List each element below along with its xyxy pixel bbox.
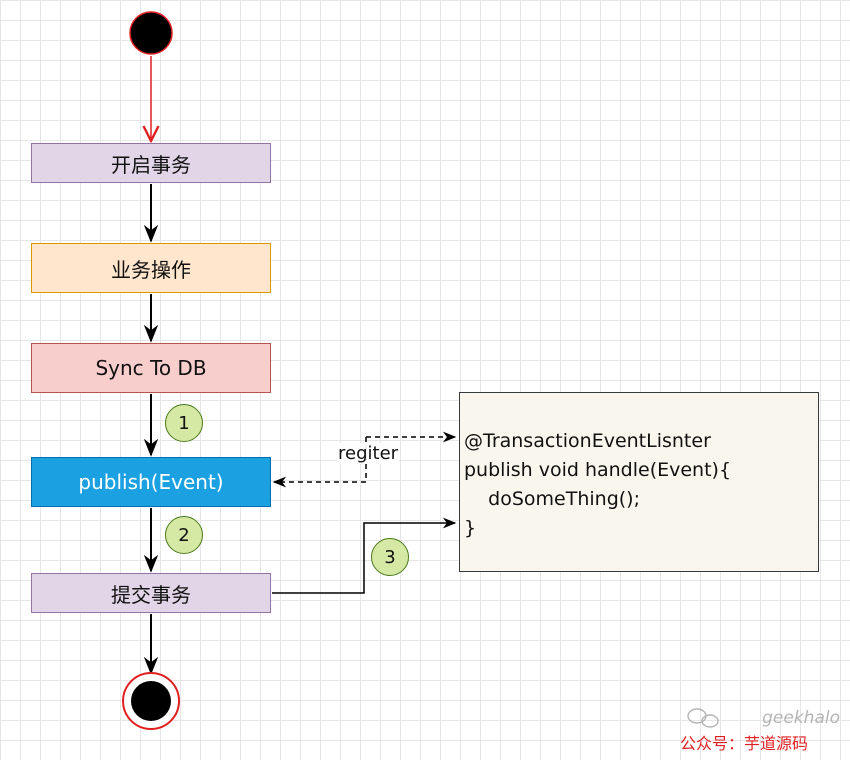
step-badge-1: 1 <box>165 404 203 442</box>
badge-number: 3 <box>384 546 396 568</box>
wechat-icon <box>687 708 719 728</box>
step-sync-to-db: Sync To DB <box>31 343 271 393</box>
code-line-close: } <box>464 517 477 539</box>
step-label: 提交事务 <box>111 582 191 607</box>
code-line-annotation: @TransactionEventLisnter <box>464 430 711 452</box>
start-node <box>129 11 173 55</box>
listener-code-box: @TransactionEventLisnter publish void ha… <box>459 392 819 572</box>
register-label: regiter <box>337 443 400 464</box>
step-label: 开启事务 <box>111 152 191 177</box>
watermark: geekhalo 公众号：芋道源码 <box>680 708 840 754</box>
step-badge-3: 3 <box>371 538 409 576</box>
step-start-transaction: 开启事务 <box>31 143 271 183</box>
badge-number: 2 <box>178 524 190 546</box>
step-label: 业务操作 <box>111 257 191 282</box>
step-label: publish(Event) <box>78 470 224 494</box>
watermark-brand: geekhalo <box>762 708 840 728</box>
watermark-account: 公众号：芋道源码 <box>680 734 809 753</box>
step-publish-event: publish(Event) <box>31 457 271 507</box>
register-connector-return <box>272 437 367 488</box>
step-business-operation: 业务操作 <box>31 243 271 293</box>
commit-to-listener-connector <box>272 517 457 594</box>
step-label: Sync To DB <box>95 356 207 380</box>
step-commit-transaction: 提交事务 <box>31 573 271 613</box>
step-badge-2: 2 <box>165 516 203 554</box>
code-line-body: doSomeThing(); <box>464 488 640 510</box>
badge-number: 1 <box>178 412 190 434</box>
end-node <box>131 681 171 721</box>
code-line-signature: publish void handle(Event){ <box>464 459 732 481</box>
